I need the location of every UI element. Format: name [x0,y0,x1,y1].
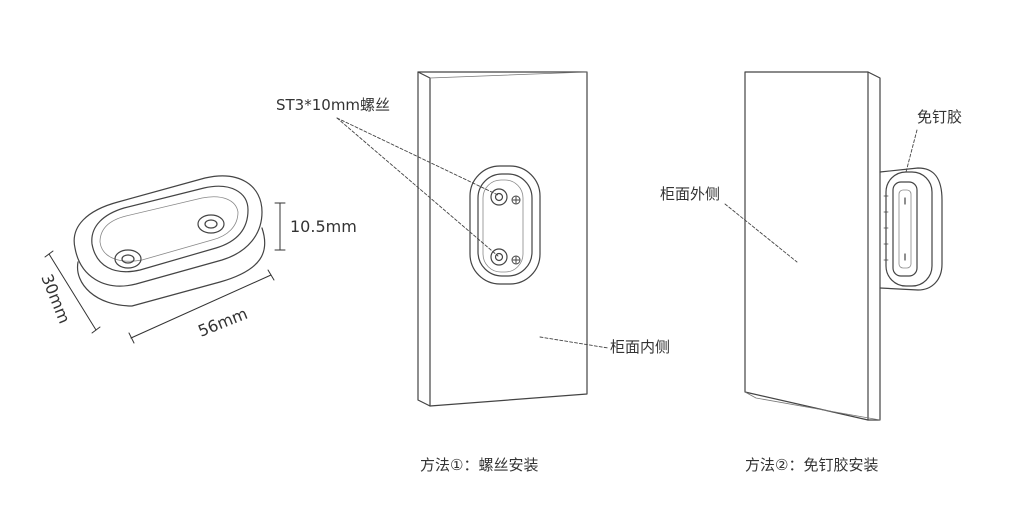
leader-lines [336,117,918,349]
bracket-part [73,175,266,307]
tape-bracket-mounted [879,167,943,291]
height-dimension-label: 10.5mm [290,217,357,236]
panel-outer-side [744,71,881,421]
method2-caption: 方法②：免钉胶安装 [745,456,879,474]
screw-spec-label: ST3*10mm螺丝 [276,96,391,114]
tape-label: 免钉胶 [917,108,963,126]
panel-inner-side [417,71,588,407]
dimension-lines [44,202,286,344]
outer-side-label: 柜面外侧 [660,185,721,203]
screw-bracket-mounted [469,165,541,285]
inner-side-label: 柜面内侧 [610,338,671,356]
method1-caption: 方法①：螺丝安装 [420,456,539,474]
